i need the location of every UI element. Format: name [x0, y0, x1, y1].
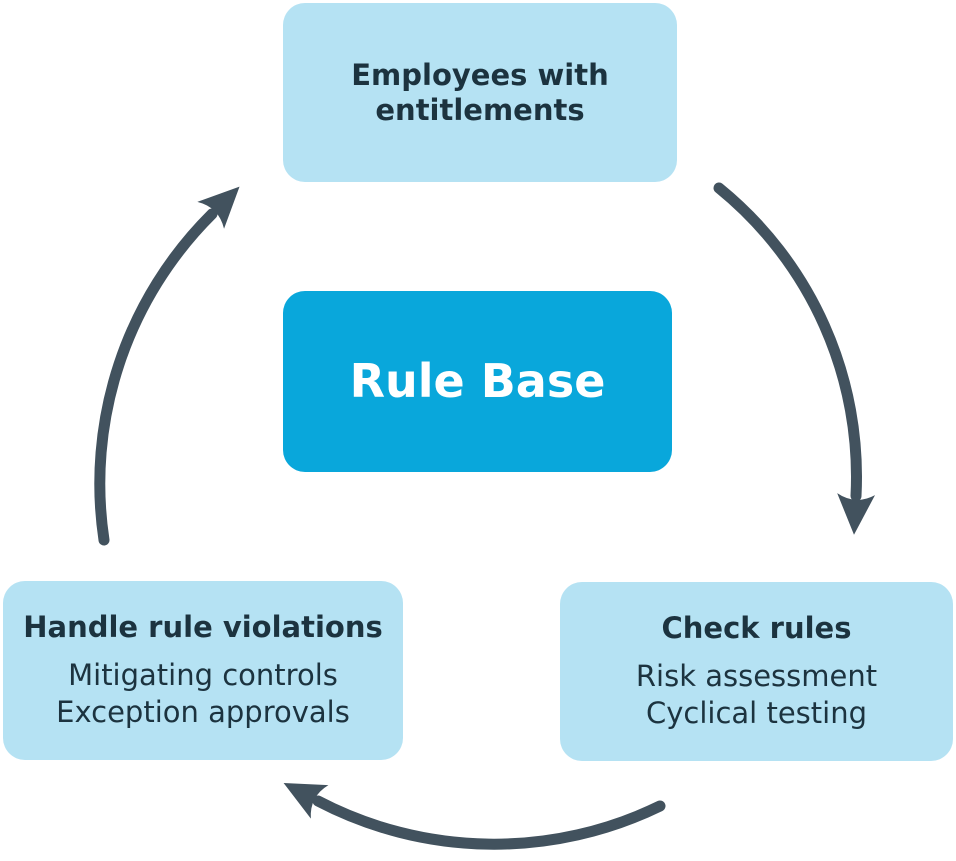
node-rule-base-label: Rule Base [349, 354, 606, 409]
arrow-handle-violations-to-employees [94, 186, 240, 546]
node-handle-violations-line-exception-approvals: Exception approvals [56, 694, 350, 729]
node-check-rules-line-cyclical-testing: Cyclical testing [646, 695, 867, 730]
node-employees-with-entitlements: Employees with entitlements [283, 3, 677, 182]
node-handle-rule-violations: Handle rule violations Mitigating contro… [3, 581, 403, 760]
node-handle-violations-heading: Handle rule violations [23, 609, 383, 644]
node-employees-label: Employees with entitlements [351, 58, 609, 127]
node-check-rules-heading: Check rules [661, 610, 852, 645]
node-check-rules-line-risk-assessment: Risk assessment [635, 658, 878, 693]
arrow-check-rules-to-handle-violations [283, 783, 666, 850]
node-check-rules: Check rules Risk assessment Cyclical tes… [560, 582, 953, 761]
node-rule-base: Rule Base [283, 291, 672, 472]
node-handle-violations-line-mitigating-controls: Mitigating controls [68, 657, 338, 692]
arrow-employees-to-check-rules [713, 182, 876, 535]
